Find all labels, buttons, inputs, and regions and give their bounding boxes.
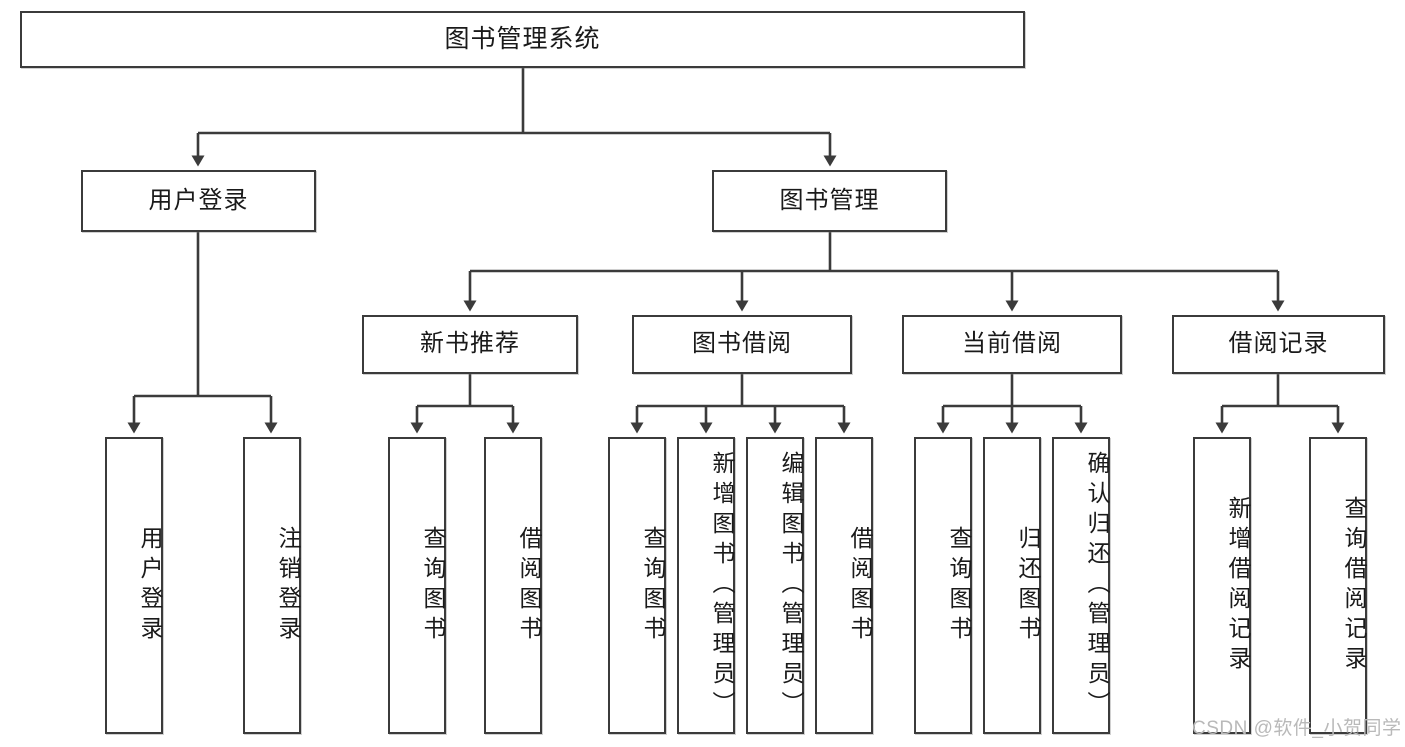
node-leaf-query-record[interactable]: 查询借阅记录 bbox=[1309, 437, 1367, 734]
node-leaf-add-record[interactable]: 新增借阅记录 bbox=[1193, 437, 1251, 734]
watermark-text: CSDN @软件_小贺同学 bbox=[1192, 718, 1402, 739]
node-leaf-user-login[interactable]: 用户登录 bbox=[105, 437, 163, 734]
node-book-management-label: 图书管理 bbox=[779, 186, 880, 214]
node-leaf-query-book-2[interactable]: 查询图书 bbox=[608, 437, 666, 734]
node-book-management[interactable]: 图书管理 bbox=[712, 170, 947, 232]
node-leaf-add-record-label: 新增借阅记录 bbox=[1225, 495, 1251, 676]
node-leaf-query-record-label: 查询借阅记录 bbox=[1341, 495, 1367, 676]
node-user-login-label: 用户登录 bbox=[148, 186, 249, 214]
node-book-borrow[interactable]: 图书借阅 bbox=[632, 315, 852, 374]
node-leaf-user-logout-label: 注销登录 bbox=[275, 525, 301, 646]
node-leaf-user-logout[interactable]: 注销登录 bbox=[243, 437, 301, 734]
node-leaf-query-book-2-label: 查询图书 bbox=[640, 525, 666, 646]
node-borrow-record-label: 借阅记录 bbox=[1228, 330, 1329, 358]
node-leaf-borrow-book-1[interactable]: 借阅图书 bbox=[484, 437, 542, 734]
node-leaf-borrow-book-1-label: 借阅图书 bbox=[516, 525, 542, 646]
node-leaf-borrow-book-2-label: 借阅图书 bbox=[847, 525, 873, 646]
node-root-label: 图书管理系统 bbox=[444, 24, 601, 53]
node-leaf-add-book[interactable]: 新增图书（管理员） bbox=[677, 437, 735, 734]
node-leaf-query-book-3-label: 查询图书 bbox=[946, 525, 972, 646]
node-user-login[interactable]: 用户登录 bbox=[81, 170, 316, 232]
node-current-borrow[interactable]: 当前借阅 bbox=[902, 315, 1122, 374]
node-leaf-query-book-1-label: 查询图书 bbox=[420, 525, 446, 646]
node-leaf-edit-book-label: 编辑图书（管理员） bbox=[778, 450, 804, 721]
node-leaf-return-book-label: 归还图书 bbox=[1015, 525, 1041, 646]
node-leaf-user-login-label: 用户登录 bbox=[137, 525, 163, 646]
node-leaf-borrow-book-2[interactable]: 借阅图书 bbox=[815, 437, 873, 734]
node-current-borrow-label: 当前借阅 bbox=[962, 330, 1062, 358]
node-new-book-recommend[interactable]: 新书推荐 bbox=[362, 315, 578, 374]
node-leaf-add-book-label: 新增图书（管理员） bbox=[709, 450, 735, 721]
node-leaf-confirm-return-label: 确认归还（管理员） bbox=[1084, 450, 1110, 721]
node-leaf-return-book[interactable]: 归还图书 bbox=[983, 437, 1041, 734]
node-new-book-recommend-label: 新书推荐 bbox=[420, 330, 520, 358]
node-root[interactable]: 图书管理系统 bbox=[20, 11, 1025, 68]
node-book-borrow-label: 图书借阅 bbox=[692, 330, 792, 358]
node-leaf-confirm-return[interactable]: 确认归还（管理员） bbox=[1052, 437, 1110, 734]
node-leaf-query-book-1[interactable]: 查询图书 bbox=[388, 437, 446, 734]
node-borrow-record[interactable]: 借阅记录 bbox=[1172, 315, 1385, 374]
node-leaf-edit-book[interactable]: 编辑图书（管理员） bbox=[746, 437, 804, 734]
node-leaf-query-book-3[interactable]: 查询图书 bbox=[914, 437, 972, 734]
